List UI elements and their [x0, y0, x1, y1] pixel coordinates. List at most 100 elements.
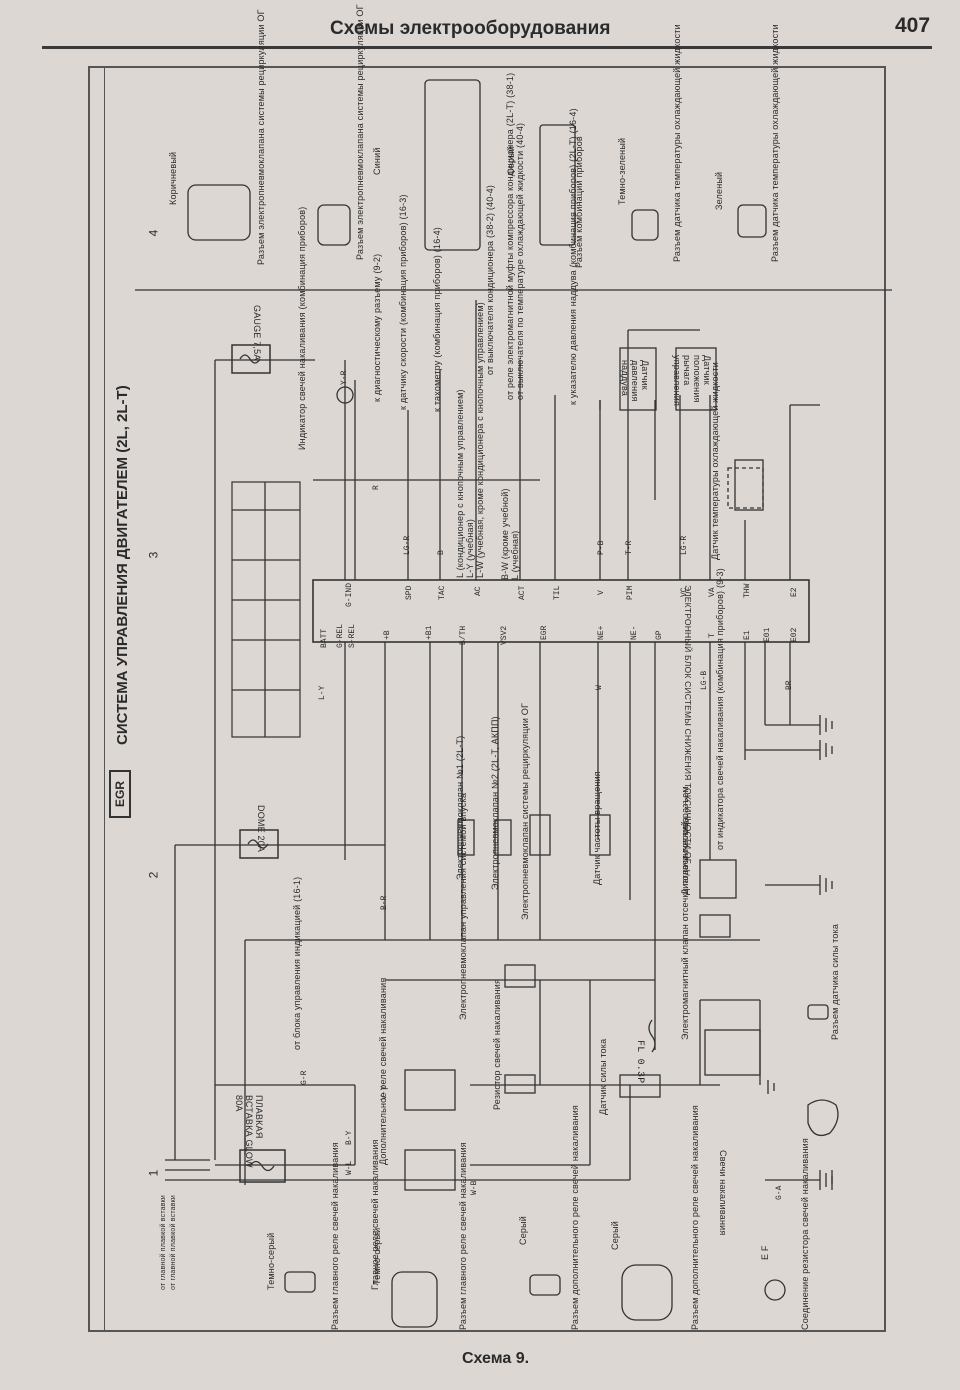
ecu-pin: SPD [405, 585, 414, 600]
to-label: от реле электромагнитной муфты компрессо… [505, 72, 515, 400]
connector-i-label: Разъем электропневмоклапана системы реци… [256, 9, 266, 265]
gauge-fuse-label: GAUGE 7,5A [252, 305, 262, 361]
column-number-4: 4 [146, 229, 161, 237]
fl-fuse-label: FL 0.3P [634, 1040, 645, 1084]
wire-label: V-Y [380, 1085, 389, 1100]
connector-b-label: Разъем главного реле свечей накаливания [458, 1142, 468, 1330]
wire-label: T-R [625, 540, 634, 555]
glow-fuse-label: ПЛАВКАЯ ВСТАВКА GLOW 80A [234, 1095, 264, 1168]
to-label: от выключателя по температуре охлаждающе… [515, 122, 525, 400]
vsv2-label: Электропневмоклапан №2 (2L-T, АКПП) [490, 716, 500, 890]
from-main-fuse2-label: от главной плавкой вставки [170, 1194, 177, 1290]
ecu-pin: VSV2 [500, 625, 509, 645]
current-sensor-label: Датчик силы тока [598, 1038, 608, 1115]
ecu-pin: +B [383, 630, 392, 640]
diagram-frame [88, 66, 886, 1332]
ecu-pin: S-REL [348, 623, 357, 648]
vsv1-label: Электропневмоклапан №1 (2L-T) [455, 735, 465, 880]
wire-label: LG-B [700, 670, 709, 690]
ecu-pin: B/TH [459, 625, 468, 645]
connector-c-color: Серый [518, 1215, 528, 1245]
speed-sensor-label: Датчик частоты вращения [592, 771, 602, 885]
connector-c-label: Разъем дополнительного реле свечей накал… [570, 1104, 580, 1330]
glow-plugs-label: Свечи накаливания [718, 1150, 728, 1236]
ecu-pin: BATT [320, 628, 329, 648]
to-label: L-W (учебная, кроме кондиционера с кнопо… [475, 302, 485, 578]
connector-g-label: Разъем датчика температуры охлаждающей ж… [770, 24, 780, 262]
ecu-pin: NE- [630, 625, 639, 640]
ecu-pin: TAC [438, 585, 447, 600]
connector-i-color: Коричневый [168, 151, 178, 205]
header-title: Схемы электрооборудования [330, 18, 611, 39]
connector-a-color: Темно-серый [266, 1232, 276, 1290]
connector-a-label: Разъем главного реле свечей накаливания [330, 1142, 340, 1330]
connector-b-color: Темно-серый [372, 1227, 382, 1285]
from-glow-ind-label: от индикатора свечей накаливания (комбин… [715, 568, 725, 850]
ecu-pin: GP [655, 630, 664, 640]
connector-d-label: Разъем дополнительного реле свечей накал… [690, 1104, 700, 1330]
egr-badge: EGR [109, 770, 131, 818]
to-label: от выключателя кондиционера (38-2) (40-4… [485, 184, 495, 375]
wire-label: P-B [597, 540, 606, 555]
egr-vsv-label: Электропневмоклапан системы рециркуляции… [520, 702, 530, 920]
glow-indicator-label: Индикатор свечей накаливания (комбинация… [297, 206, 307, 450]
header-rule [42, 46, 932, 49]
ecu-pin: E2 [790, 587, 799, 597]
glow-resistor-label: Резистор свечей накаливания [492, 978, 502, 1110]
boost-sensor-label: Датчик давления наддува [620, 360, 650, 402]
wire-label: LG-R [680, 535, 689, 555]
connector-ef-id: E F [760, 1245, 770, 1260]
ecu-pin: E1 [743, 630, 752, 640]
connector-h-label: Разъем датчика температуры охлаждающей ж… [672, 24, 682, 262]
figure-caption: Схема 9. [462, 1350, 530, 1367]
connector-l-color: Серый [506, 145, 516, 175]
diagram-frame-divider [104, 66, 105, 1332]
wire-label: B [437, 550, 446, 555]
ecu-pin: +B1 [425, 625, 434, 640]
wire-label: W-B [470, 1180, 479, 1195]
coolant-sensor-label: Датчик температуры охлаждающей жидкости [710, 362, 720, 560]
dome-fuse-label: DOME 20A [256, 805, 266, 853]
wire-label: B-Y [345, 1130, 354, 1145]
wire-label: W [595, 685, 604, 690]
wire-label: G-A [775, 1185, 784, 1200]
wire-label: LG-R [403, 535, 412, 555]
lever-sensor-label: Датчик положения рычага управления [672, 355, 712, 407]
ecu-pin: TIL [553, 585, 562, 600]
connector-l-label: Разъем комбинации приборов [574, 136, 584, 268]
ecu-pin: VC [680, 587, 689, 597]
connector-k-color: Синий [372, 147, 382, 175]
ecu-pin: AC [474, 586, 483, 596]
aux-relay-label: Дополнительное реле свечей накаливания [378, 977, 388, 1165]
connector-d-color: Серый [610, 1220, 620, 1250]
to-label: к диагностическому разъему (9-2) [372, 253, 382, 402]
wire-label: W-L [345, 1160, 354, 1175]
column-number-1: 1 [146, 1169, 161, 1177]
connector-h-color: Темно-зеленый [617, 137, 627, 205]
ecu-pin: G-REL [336, 623, 345, 648]
from-indication-label: от блока управления индикацией (16-1) [292, 876, 302, 1050]
wire-label: L-Y [318, 685, 327, 700]
from-main-fuse-label: от главной плавкой вставки [160, 1194, 167, 1290]
ecu-pin: PIM [626, 585, 635, 600]
wire-label: R [372, 485, 381, 490]
to-label: к тахометру (комбинация приборов) (16-4) [432, 227, 442, 412]
connector-n-label: Разъем датчика силы тока [830, 923, 840, 1040]
wire-label: G-R [300, 1070, 309, 1085]
ecu-pin: ACT [518, 585, 527, 600]
to-label: L-Y (учебная) [465, 518, 475, 578]
wire-label: BR [785, 680, 794, 690]
diagram-title: СИСТЕМА УПРАВЛЕНИЯ ДВИГАТЕЛЕМ (2L, 2L-T) [114, 385, 131, 745]
ecu-pin: EGR [540, 625, 549, 640]
to-label: L (кондиционер с кнопочным управлением) [455, 389, 465, 578]
ecu-pin: G-IND [345, 582, 354, 607]
column-number-3: 3 [146, 551, 161, 559]
to-label: к датчику скорости (комбинация приборов)… [398, 194, 408, 410]
page-number: 407 [895, 14, 931, 37]
column-number-2: 2 [146, 871, 161, 879]
ecu-pin: THW [743, 583, 752, 598]
wire-label: Y-R [340, 370, 349, 385]
ecu-pin: NE+ [597, 625, 606, 640]
ecu-pin: E02 [790, 627, 799, 642]
